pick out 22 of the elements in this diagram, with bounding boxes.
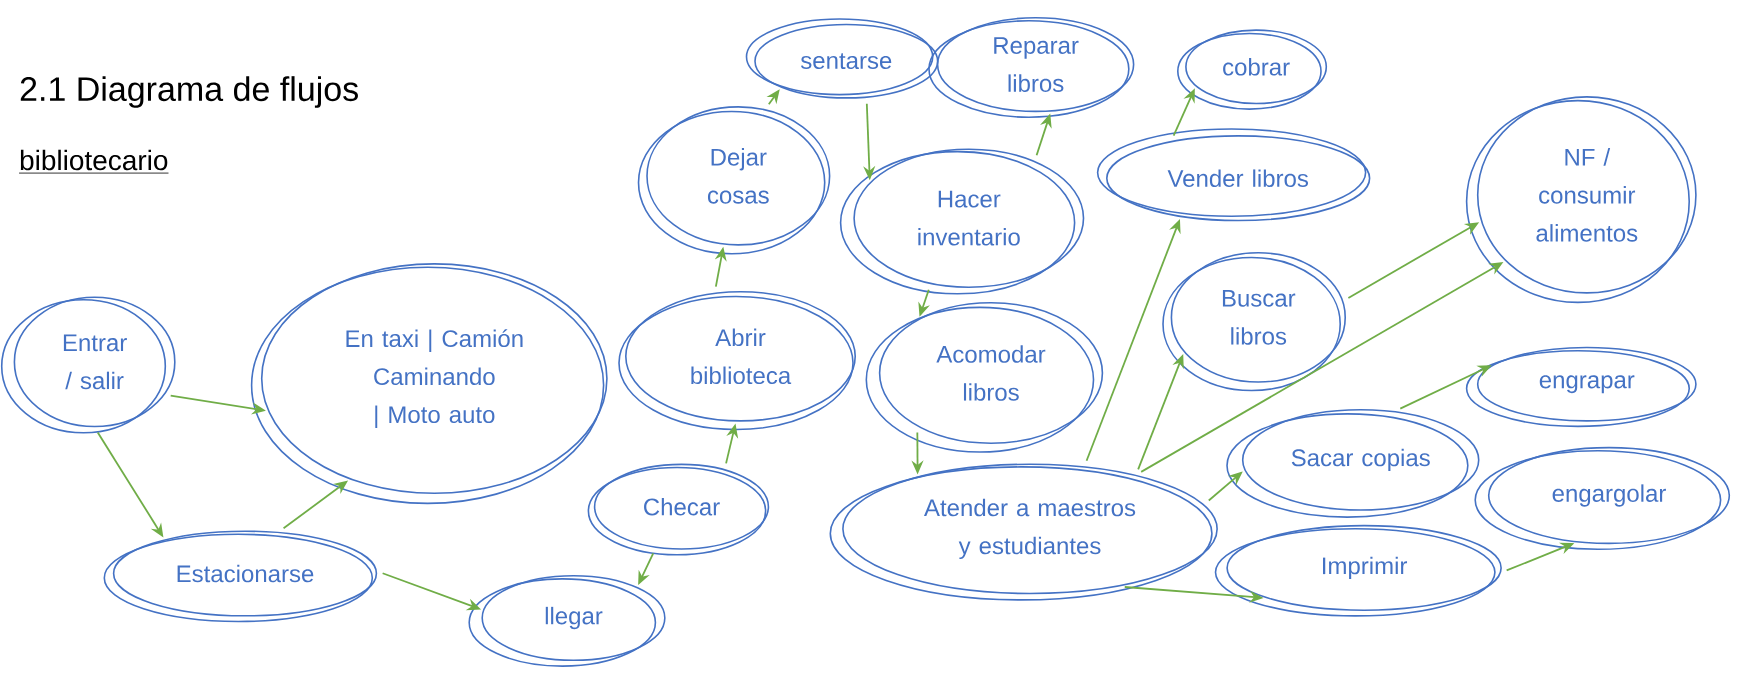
ellipse-node: Entrar / salir xyxy=(0,296,176,434)
ellipse-node: engrapar xyxy=(1465,346,1697,428)
ellipse-node: Sacar copias xyxy=(1226,409,1480,518)
ellipse-node: Reparar libros xyxy=(928,17,1135,118)
ellipse-node: Estacionarse xyxy=(103,530,378,623)
ellipse-node: Abrir biblioteca xyxy=(618,290,856,431)
ellipse-node: engargolar xyxy=(1474,446,1731,551)
ellipse-node: Hacer inventario xyxy=(839,148,1085,295)
ellipse-node: NF / consumir alimentos xyxy=(1465,96,1697,304)
ellipse-node: Vender libros xyxy=(1096,128,1371,222)
ellipse-node: llegar xyxy=(468,574,666,667)
ellipse-node: Atender a maestros y estudiantes xyxy=(829,463,1218,601)
title: 2.1 Diagrama de flujos xyxy=(20,76,358,108)
ellipse-node: En taxi | Camión Caminando | Moto auto xyxy=(250,263,608,505)
ellipse-node: Checar xyxy=(587,463,770,556)
ellipse-node: Acomodar libros xyxy=(865,302,1104,453)
ellipse-node: sentarse xyxy=(745,18,939,99)
ellipse-node: Imprimir xyxy=(1214,524,1502,617)
ellipse-node: Buscar libros xyxy=(1162,252,1346,392)
ellipse-node: cobrar xyxy=(1177,29,1328,110)
subtitle: bibliotecario xyxy=(18,149,169,174)
ellipse-node: Dejar cosas xyxy=(637,106,831,255)
